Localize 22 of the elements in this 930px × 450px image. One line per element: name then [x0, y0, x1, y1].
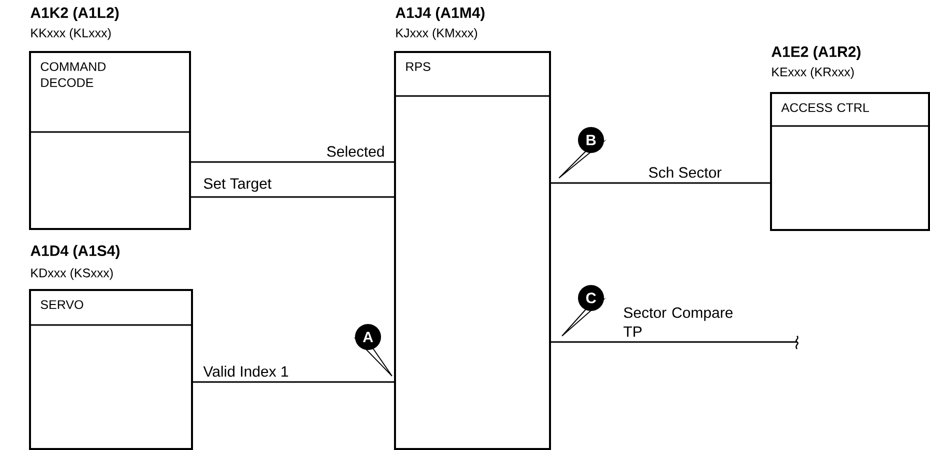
- module-box: ACCESS CTRL: [770, 92, 930, 231]
- part-number: A1J4 (A1M4): [396, 7, 484, 21]
- module-box: RPS: [394, 51, 551, 450]
- signal-line: [551, 341, 797, 343]
- card-number: KDxxx (KSxxx): [31, 268, 113, 280]
- edge-label: Sector Compare TP: [624, 307, 733, 337]
- part-number: A1K2 (A1L2): [30, 7, 119, 21]
- card-number: KJxxx (KMxxx): [396, 28, 478, 40]
- signal-line: [193, 381, 394, 383]
- edge-label: Sch Sector: [649, 166, 722, 178]
- edge-label: Set Target: [204, 178, 272, 192]
- signal-line: [551, 182, 770, 184]
- card-number: KKxxx (KLxxx): [31, 28, 111, 40]
- edge-label: Valid Index 1: [203, 366, 288, 377]
- card-number: KExxx (KRxxx): [772, 67, 854, 79]
- edge-label: Selected: [327, 146, 384, 157]
- module-box: COMMAND DECODE: [29, 51, 191, 230]
- module-box: SERVO: [29, 289, 193, 450]
- signal-line: [191, 161, 394, 163]
- part-number: A1D4 (A1S4): [30, 245, 120, 259]
- signal-line: [191, 196, 394, 198]
- part-number: A1E2 (A1R2): [772, 46, 860, 60]
